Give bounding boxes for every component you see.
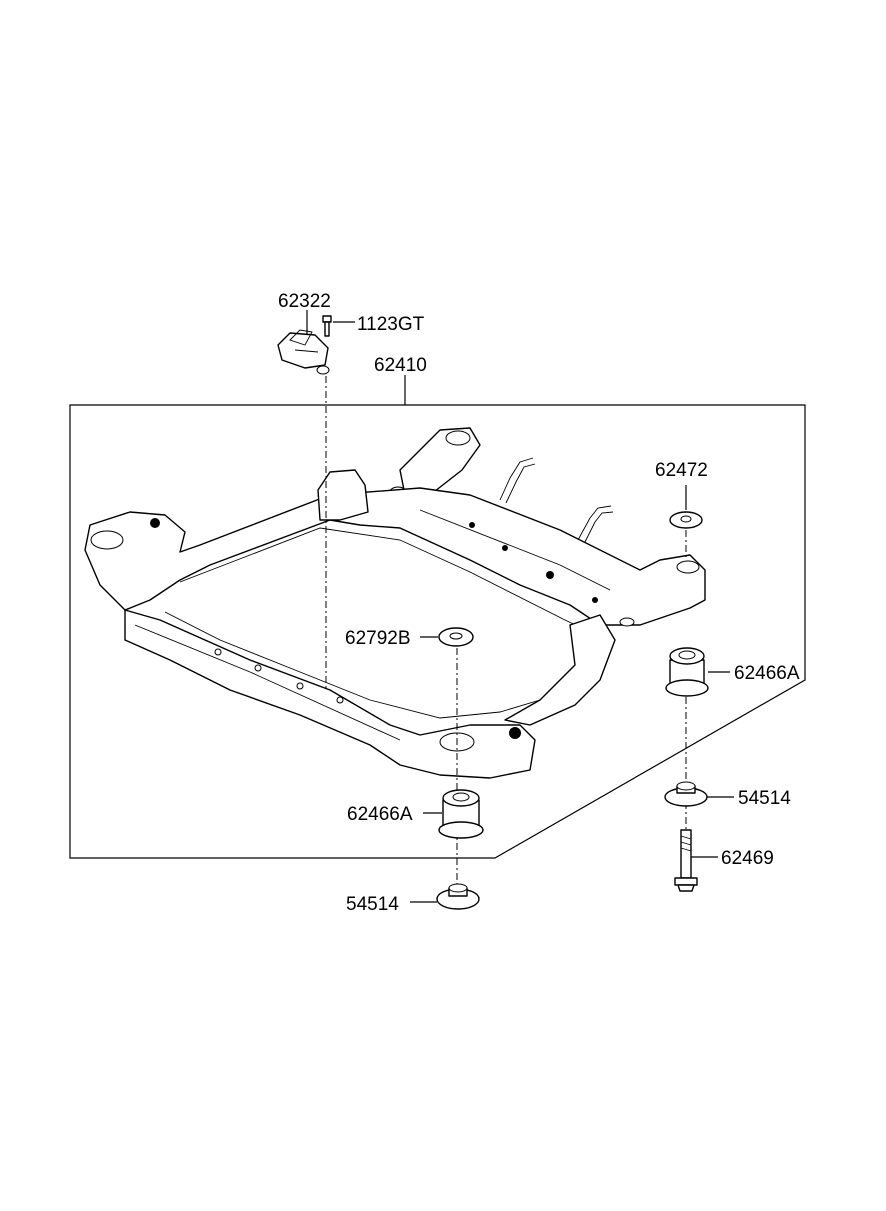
label-62472: 62472 xyxy=(655,460,708,481)
label-62322: 62322 xyxy=(278,291,331,312)
label-62469: 62469 xyxy=(721,848,774,869)
label-1123GT: 1123GT xyxy=(357,314,425,335)
bolt-62469 xyxy=(674,829,718,892)
stopper-54514-right xyxy=(664,781,734,807)
stopper-54514-left xyxy=(410,883,480,910)
label-62410: 62410 xyxy=(374,355,427,376)
bolt-1123GT xyxy=(322,315,355,337)
label-62792B: 62792B xyxy=(345,628,411,649)
bushing-62466A-right xyxy=(665,647,730,697)
subframe-62410 xyxy=(84,427,706,779)
label-54514-left: 54514 xyxy=(346,894,399,915)
label-62466A-right: 62466A xyxy=(734,663,800,684)
bracket-62322 xyxy=(277,310,330,375)
assembly-outline xyxy=(69,404,806,859)
washer-62472 xyxy=(669,485,703,529)
label-54514-right: 54514 xyxy=(738,788,791,809)
label-62466A-left: 62466A xyxy=(347,804,413,825)
washer-62792B xyxy=(420,627,474,647)
bushing-62466A-left xyxy=(423,789,484,839)
